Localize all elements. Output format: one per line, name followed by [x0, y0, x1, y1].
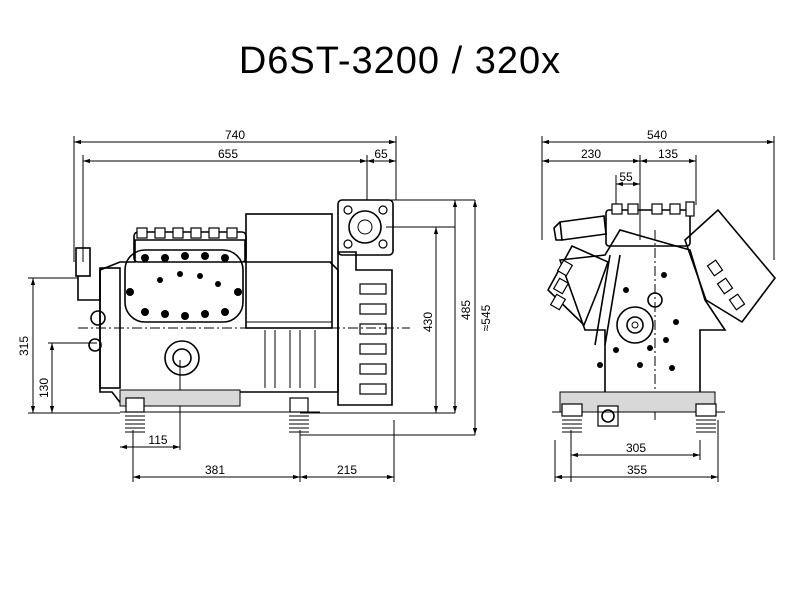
side-view: 740 655 65 ≈545 485 430 315 130 115 381 … [17, 128, 493, 482]
side-extension-lines [28, 136, 475, 482]
dim-305: 305 [626, 441, 646, 455]
dim-55: 55 [619, 170, 633, 184]
dim-355: 355 [627, 463, 647, 477]
compressor-end-illustration [547, 201, 777, 433]
dim-381: 381 [205, 463, 225, 477]
dim-655: 655 [218, 147, 238, 161]
end-dimension-lines [542, 139, 774, 480]
dim-485: 485 [459, 300, 473, 320]
dim-115: 115 [148, 433, 167, 447]
dim-545: ≈545 [479, 304, 493, 331]
dim-65: 65 [374, 147, 388, 161]
dim-230: 230 [581, 147, 601, 161]
dim-740: 740 [225, 128, 245, 142]
dim-135: 135 [658, 147, 678, 161]
dim-315: 315 [17, 336, 31, 356]
compressor-side-illustration [75, 199, 410, 433]
end-extension-lines [541, 136, 775, 482]
side-dimension-lines [30, 139, 478, 480]
dim-540: 540 [647, 128, 667, 142]
dim-130: 130 [37, 378, 51, 398]
dim-430: 430 [421, 312, 435, 332]
end-view: 540 230 135 55 305 355 [541, 128, 777, 482]
drawing-title: D6ST-3200 / 320x [238, 40, 562, 82]
dim-215: 215 [337, 463, 357, 477]
